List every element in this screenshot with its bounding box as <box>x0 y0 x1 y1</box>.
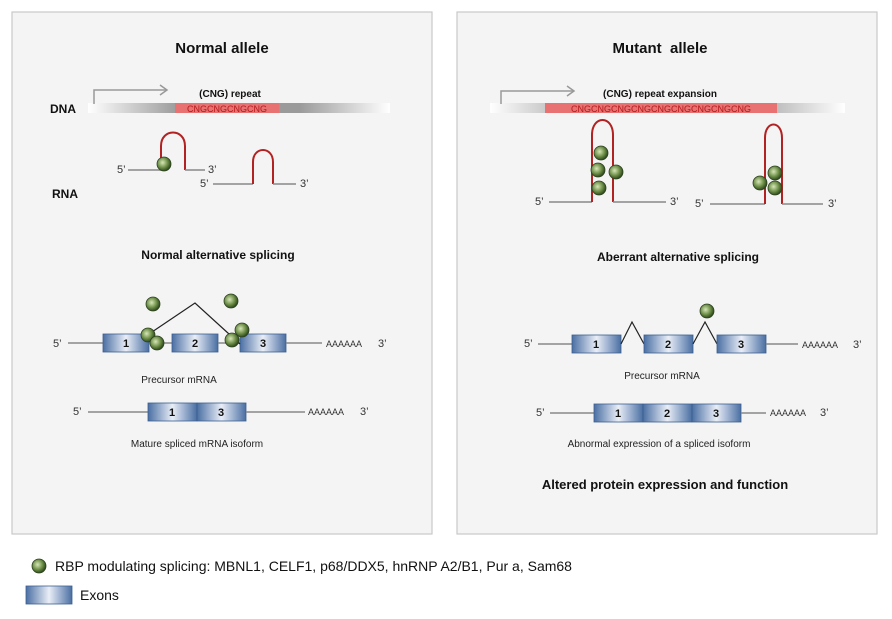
svg-text:Exons: Exons <box>80 587 119 603</box>
svg-text:3’: 3’ <box>828 198 837 210</box>
right-precursor-label: Precursor mRNA <box>624 371 700 382</box>
right-splicing-title: Aberrant alternative splicing <box>597 250 759 264</box>
svg-text:AAAAAA: AAAAAA <box>326 339 362 349</box>
left-panel-title: Normal allele <box>175 40 268 57</box>
svg-text:5’: 5’ <box>53 338 62 350</box>
left-mature-mrna: 5’ 1 3 AAAAAA 3’ <box>73 402 369 422</box>
svg-text:3’: 3’ <box>853 339 862 351</box>
dna-repeat-expansion-region <box>545 103 777 113</box>
svg-text:3: 3 <box>738 339 744 351</box>
left-precursor-label: Precursor mRNA <box>141 375 217 386</box>
svg-text:3: 3 <box>218 407 224 419</box>
left-splicing-title: Normal alternative splicing <box>141 248 294 262</box>
svg-text:AAAAAA: AAAAAA <box>770 408 806 418</box>
left-panel <box>11 11 433 535</box>
svg-text:1: 1 <box>169 407 175 419</box>
rna-label: RNA <box>52 187 78 201</box>
transcription-arrow-icon <box>500 85 576 104</box>
svg-text:3’: 3’ <box>670 196 679 208</box>
repeat-label: (CNG) repeat <box>199 89 261 100</box>
svg-text:3’: 3’ <box>300 178 309 190</box>
svg-text:2: 2 <box>192 338 198 350</box>
dna-repeat-expansion-sequence: CNGCNGCNGCNGCNGCNGCNGCNGCNG <box>571 104 751 114</box>
rna-transcript-2: 5’ 3’ <box>200 149 309 190</box>
svg-text:5’: 5’ <box>200 178 209 190</box>
rna-transcript-mutant-1: 5’ 3’ <box>535 119 679 208</box>
left-precursor-mrna: 5’ 1 2 3 AAAAAA 3’ <box>53 293 387 353</box>
rna-transcript-1: 5’ 3’ <box>117 131 217 176</box>
right-panel <box>456 11 878 535</box>
outcome-label: Altered protein expression and function <box>542 477 788 492</box>
svg-text:3’: 3’ <box>360 406 369 418</box>
left-mature-label: Mature spliced mRNA isoform <box>131 439 263 450</box>
dna-repeat-region <box>175 103 279 113</box>
dna-label: DNA <box>50 102 76 116</box>
svg-text:5’: 5’ <box>524 338 533 350</box>
svg-text:5’: 5’ <box>73 406 82 418</box>
svg-text:3’: 3’ <box>820 407 829 419</box>
svg-text:AAAAAA: AAAAAA <box>308 407 344 417</box>
exon-icon <box>25 585 73 605</box>
svg-text:3’: 3’ <box>208 164 217 176</box>
svg-text:3: 3 <box>713 408 719 420</box>
svg-text:1: 1 <box>123 338 129 350</box>
transcription-arrow-icon <box>93 84 169 104</box>
svg-text:RBP modulating splicing: MBNL1: RBP modulating splicing: MBNL1, CELF1, p… <box>55 558 572 574</box>
svg-text:5’: 5’ <box>695 198 704 210</box>
splice-junction-line <box>148 302 241 345</box>
right-panel-title: Mutant allele <box>612 40 707 57</box>
svg-text:AAAAAA: AAAAAA <box>802 340 838 350</box>
svg-text:3’: 3’ <box>378 338 387 350</box>
svg-text:5’: 5’ <box>536 407 545 419</box>
legend-rbp: RBP modulating splicing: MBNL1, CELF1, p… <box>31 558 572 574</box>
svg-text:3: 3 <box>260 338 266 350</box>
intron-loop-2 <box>692 320 718 345</box>
rbp-icon <box>31 558 47 574</box>
svg-text:5’: 5’ <box>117 164 126 176</box>
rna-transcript-mutant-2: 5’ 3’ <box>695 123 837 210</box>
svg-text:5’: 5’ <box>535 196 544 208</box>
svg-text:1: 1 <box>615 408 621 420</box>
right-spliced-isoform: 5’ 1 2 3 AAAAAA 3’ <box>536 403 829 423</box>
dna-repeat-sequence: CNGCNGCNGCNG <box>187 104 267 114</box>
right-precursor-mrna: 5’ 1 2 3 AAAAAA 3’ <box>524 303 862 354</box>
intron-loop-1 <box>620 320 645 345</box>
svg-text:1: 1 <box>593 339 599 351</box>
svg-text:2: 2 <box>664 408 670 420</box>
legend-exon: Exons <box>25 585 119 605</box>
repeat-expansion-label: (CNG) repeat expansion <box>603 89 717 100</box>
right-isoform-label: Abnormal expression of a spliced isoform <box>568 439 751 450</box>
svg-text:2: 2 <box>665 339 671 351</box>
